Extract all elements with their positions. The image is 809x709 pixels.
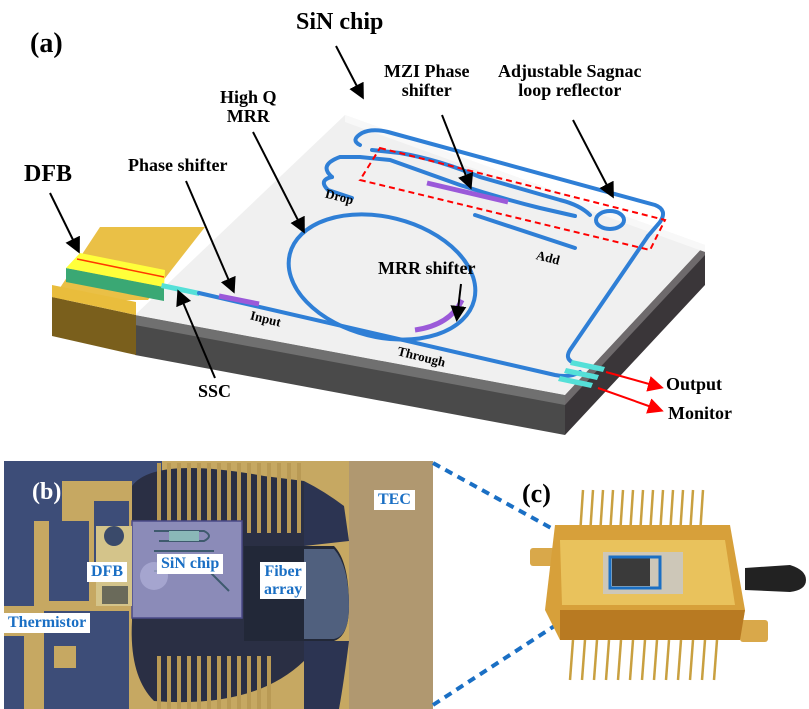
label-sin-chip: SiN chip [296, 9, 384, 35]
mzi-heater [426, 180, 509, 205]
ssc-arrow [176, 289, 216, 379]
label-mrr-shifter: MRR shifter [378, 258, 476, 278]
panel-a-tag: (a) [30, 28, 63, 59]
callout-arrows [49, 45, 614, 379]
panel-b-drawing [4, 461, 433, 709]
dfb-active-stripe [76, 258, 165, 278]
photo-label-dfb: DFB [87, 562, 127, 582]
mrr-arrow [252, 131, 305, 234]
mrr-shifter-arrow [450, 283, 467, 322]
sagnac-region-outline [358, 146, 667, 252]
drop-waveguide [321, 175, 354, 200]
label-high-q: High Q [220, 87, 277, 107]
dfb-green-layer [66, 268, 164, 301]
photo-label-fiber: Fiber [264, 563, 302, 580]
mrr-heater [414, 298, 465, 333]
chip-top-surface [135, 115, 705, 395]
sin-chip-arrow [335, 45, 364, 100]
panel-b-tag: (b) [32, 479, 62, 505]
sagnac-outer-loop [353, 128, 666, 238]
panel-c-tag: (c) [522, 479, 551, 508]
label-high-q-mrr: High Q MRR [220, 88, 277, 126]
label-ssc: SSC [198, 381, 232, 401]
photo-label-thermistor: Thermistor [4, 613, 91, 633]
bond-finger-pads [157, 463, 301, 709]
heaters [218, 180, 509, 333]
label-mzi-line2: shifter [401, 79, 452, 100]
label-output: Output [666, 374, 723, 394]
sagnac-arrow [572, 119, 614, 199]
chip-substrate [135, 115, 705, 435]
photo-label-tec: TEC [374, 490, 415, 510]
dfb-laser [52, 227, 205, 355]
dfb-arrow [49, 192, 80, 254]
photo-label-sin-chip: SiN chip [157, 554, 224, 574]
monitor-arrow [597, 387, 664, 414]
label-sagnac-reflector: Adjustable Sagnac loop reflector [498, 62, 642, 100]
mrr-ring [286, 212, 478, 342]
sagnac-loop [594, 209, 626, 231]
label-mzi-line1: MZI Phase [384, 61, 470, 81]
output-couplers [558, 360, 605, 388]
label-dfb: DFB [24, 161, 72, 187]
add-waveguide [473, 213, 577, 250]
return-waveguide [565, 234, 650, 364]
phase-shifter-heater [218, 293, 260, 307]
label-phase-shifter: Phase shifter [128, 155, 228, 175]
phase-shifter-arrow [185, 180, 236, 294]
label-monitor: Monitor [668, 403, 732, 423]
panel-b-photo: (b) TEC DFB SiN chip Fiber array Thermis… [4, 461, 433, 709]
label-mzi-phase-shifter: MZI Phase shifter [384, 62, 470, 100]
label-mrr: MRR [226, 105, 270, 126]
mzi-upper-arm [370, 148, 592, 217]
mzi-arrow [441, 114, 474, 190]
label-sagnac-line1: Adjustable Sagnac [498, 61, 642, 81]
photo-label-array: array [264, 580, 303, 598]
photo-label-fiber-array: Fiber array [260, 562, 307, 600]
output-arrow [605, 371, 664, 392]
label-sagnac-line2: loop reflector [518, 79, 622, 100]
